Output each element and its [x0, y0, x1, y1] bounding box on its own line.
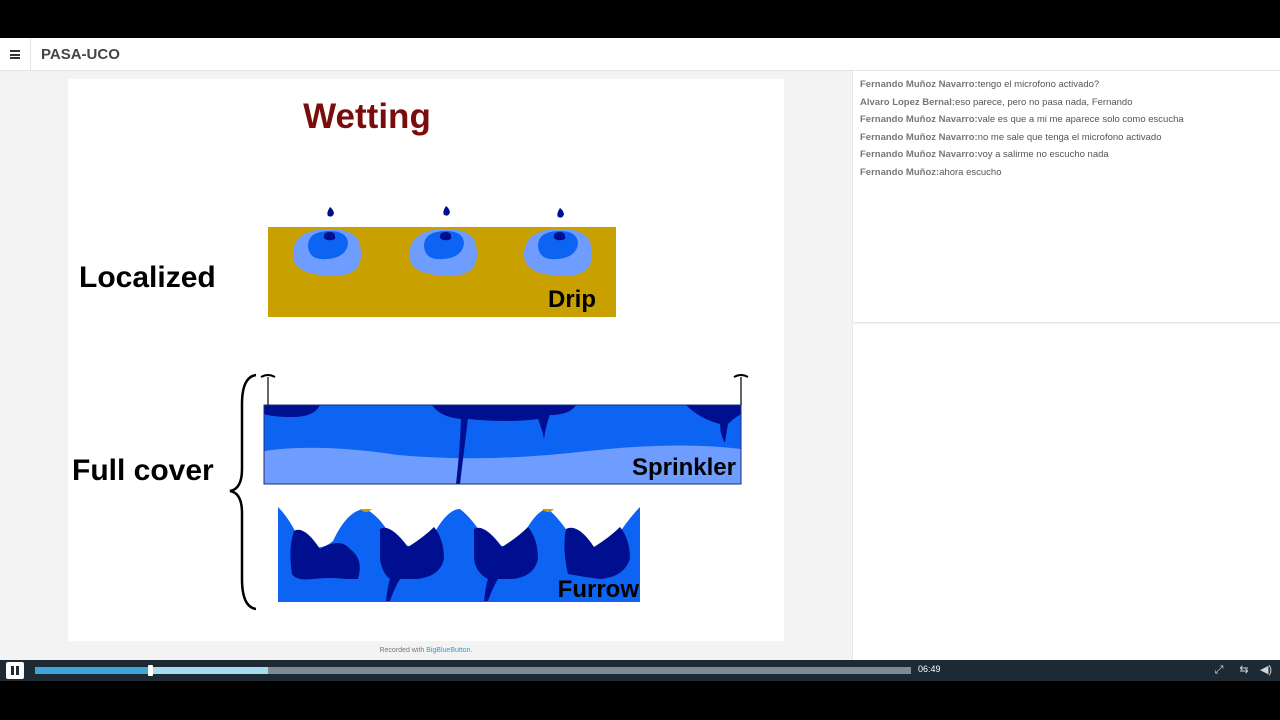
chat-message: Alvaro Lopez Bernal:eso parece, pero no … — [860, 94, 1273, 112]
chat-message: Fernando Muñoz Navarro:tengo el microfon… — [860, 76, 1273, 94]
bottom-letterbox — [0, 681, 1280, 720]
slide: Wetting Localized Full cover — [68, 79, 784, 641]
top-letterbox — [0, 0, 1280, 38]
hamburger-menu-button[interactable] — [0, 38, 31, 71]
chat-text: vale es que a mi me aparece solo como es… — [977, 114, 1184, 125]
chat-text: no me sale que tenga el microfono activa… — [977, 131, 1162, 143]
player-controls: 06:49 ⤢ ⇆ ◀) — [0, 660, 1280, 681]
recorded-with-note: Recorded with BigBlueButton. — [0, 647, 852, 654]
drip-diagram: Drip — [268, 206, 616, 317]
chat-author: Fernando Muñoz Navarro: — [860, 114, 978, 125]
chat-message: Fernando Muñoz Navarro:no me sale que te… — [860, 129, 1273, 147]
chat-author: Alvaro Lopez Bernal: — [860, 96, 956, 108]
slide-graphic: Wetting Localized Full cover — [72, 97, 749, 611]
label-localized: Localized — [79, 261, 216, 294]
app-window: PASA-UCO Wetting Localized Full cover — [0, 38, 1280, 660]
app-header: PASA-UCO — [0, 38, 1280, 71]
chat-text: eso parece, pero no pasa nada, Fernando — [955, 96, 1133, 108]
hamburger-menu-icon — [10, 50, 20, 59]
label-drip: Drip — [548, 286, 596, 313]
chat-text: voy a salirme no escucho nada — [977, 149, 1109, 160]
progress-bar[interactable] — [35, 665, 911, 676]
pause-icon — [11, 666, 14, 675]
chat-author: Fernando Muñoz: — [860, 166, 940, 178]
chat-author: Fernando Muñoz Navarro: — [860, 79, 978, 90]
chat-author: Fernando Muñoz Navarro: — [860, 131, 978, 143]
label-sprinkler: Sprinkler — [632, 454, 736, 481]
recorded-prefix: Recorded with — [379, 647, 425, 654]
presentation-area: Wetting Localized Full cover — [0, 71, 852, 660]
progress-handle[interactable] — [147, 665, 153, 676]
drip-bulb — [408, 206, 477, 276]
current-time: 06:49 — [918, 664, 941, 674]
chat-author: Fernando Muñoz Navarro: — [860, 149, 978, 160]
volume-icon[interactable]: ◀) — [1259, 664, 1273, 676]
curly-brace — [229, 373, 257, 611]
fullscreen-icon[interactable]: ⤢ — [1214, 664, 1224, 676]
chat-panel: Fernando Muñoz Navarro:tengo el microfon… — [852, 71, 1280, 323]
label-full-cover: Full cover — [72, 454, 214, 487]
sprinkler-diagram: Sprinkler — [260, 374, 749, 485]
drip-bulb — [523, 208, 592, 276]
furrow-diagram: Furrow — [278, 507, 640, 603]
chat-message: Fernando Muñoz:ahora escucho — [860, 164, 1273, 182]
drip-bulb — [292, 207, 361, 276]
chat-message: Fernando Muñoz Navarro:vale es que a mi … — [860, 111, 1273, 129]
pause-button[interactable] — [6, 662, 24, 679]
label-furrow: Furrow — [558, 576, 640, 603]
played-range — [35, 667, 150, 674]
slide-title: Wetting — [303, 97, 431, 136]
chat-text: ahora escucho — [939, 166, 1002, 178]
video-panel — [852, 324, 1280, 660]
app-title: PASA-UCO — [41, 46, 120, 63]
swap-icon[interactable]: ⇆ — [1239, 664, 1249, 676]
chat-text: tengo el microfono activado? — [977, 79, 1100, 90]
bigbluebutton-link[interactable]: BigBlueButton. — [426, 647, 473, 654]
chat-message: Fernando Muñoz Navarro:voy a salirme no … — [860, 146, 1273, 164]
